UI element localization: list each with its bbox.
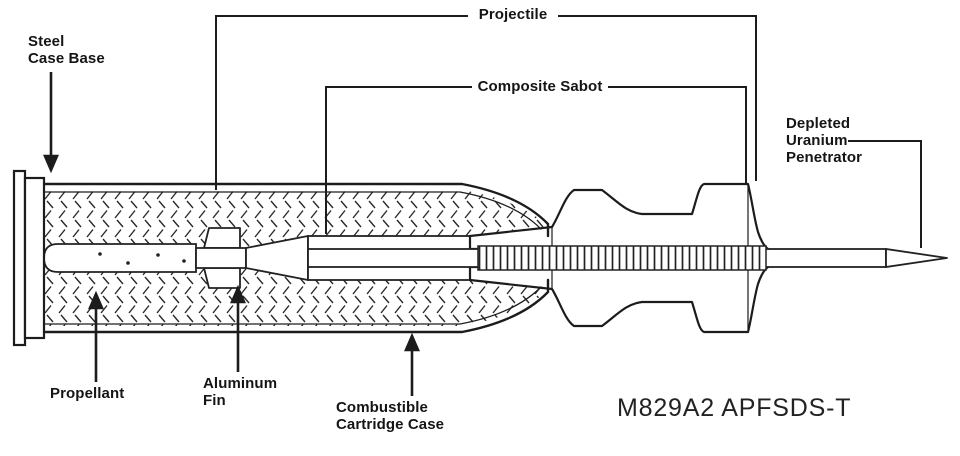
fin-upper (203, 227, 241, 249)
base-plate (23, 176, 46, 340)
fin-lower (203, 267, 241, 289)
sabot-leader-right (608, 86, 747, 183)
label-aluminum-fin: Aluminum Fin (203, 375, 278, 410)
projectile-leader-left (215, 15, 468, 190)
aluminum-fin-assembly (195, 227, 309, 289)
diagram-title: M829A2 APFSDS-T (617, 394, 852, 422)
label-steel-case-base: Steel Case Base (28, 33, 105, 68)
label-combustible-cartridge-case: Combustible Cartridge Case (336, 399, 445, 434)
igniter-dot (182, 259, 186, 263)
case-inner-bottom (43, 286, 542, 325)
cartridge-case-arrowhead (404, 332, 420, 352)
case-outer-top (42, 182, 550, 238)
label-depleted-uranium-penetrator: Depleted Uranium Penetrator (786, 115, 863, 167)
label-projectile: Projectile (478, 6, 548, 23)
penetrator-tip (885, 248, 948, 268)
aluminum-fin-arrowhead (230, 284, 246, 304)
pointer-arrows (43, 72, 420, 396)
sabot-petal-top (468, 182, 770, 251)
sabot-leader-left (325, 86, 472, 234)
penetrator-rod (307, 245, 948, 271)
base-flange (12, 169, 27, 347)
label-propellant: Propellant (50, 385, 125, 402)
label-composite-sabot: Composite Sabot (477, 78, 603, 95)
leader-lines (215, 15, 922, 248)
case-inner-top (43, 191, 542, 230)
igniter-dot (156, 253, 160, 257)
steel-case-base-arrowhead (43, 154, 59, 174)
tail-boom (195, 247, 247, 269)
igniter-tube (43, 243, 197, 273)
composite-sabot (468, 182, 770, 334)
projectile-leader-right (558, 15, 757, 181)
case-outer-bottom (42, 278, 550, 334)
igniter-dot (126, 261, 130, 265)
igniter-dot (98, 252, 102, 256)
propellant-arrowhead (88, 290, 104, 310)
steel-case-base-part (12, 169, 46, 347)
cartridge-case-wall (42, 182, 550, 334)
penetrator-leader (848, 140, 922, 248)
rod-grooves (478, 246, 766, 270)
sabot-petal-bottom (468, 265, 770, 334)
